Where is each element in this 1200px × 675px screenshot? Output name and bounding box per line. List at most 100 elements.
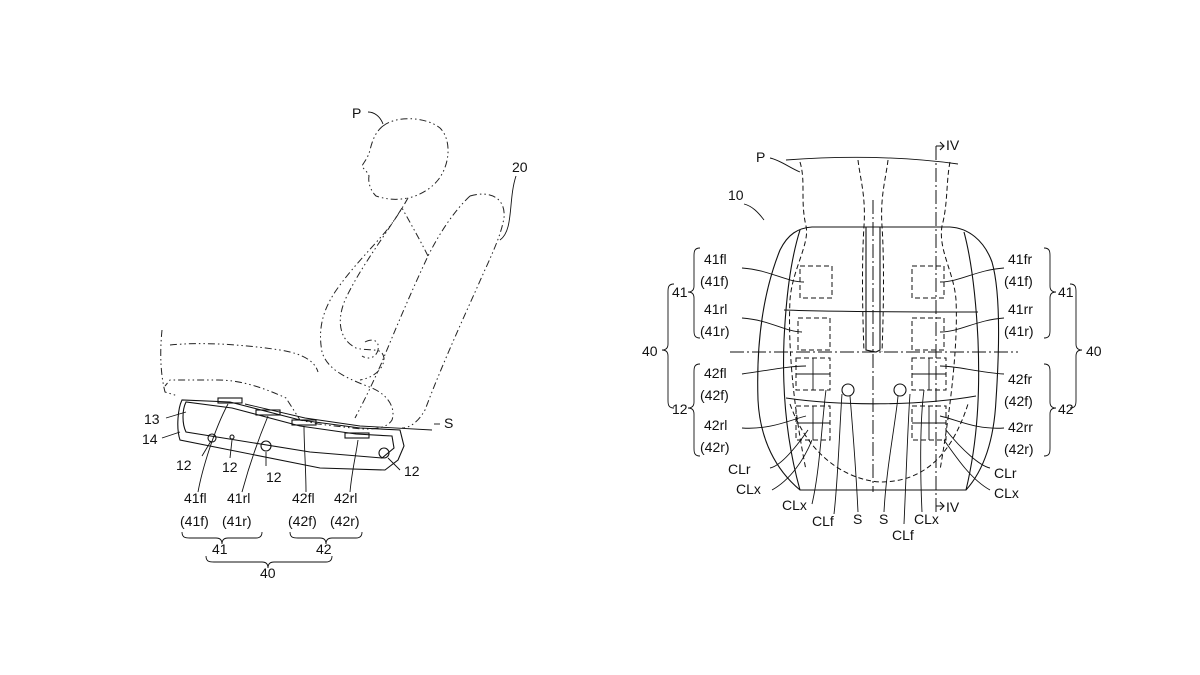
leader-P-right bbox=[769, 157, 801, 173]
label-41fl: 41fl bbox=[704, 251, 727, 267]
label-42r-right: (42r) bbox=[1004, 441, 1034, 457]
label-CLr-left: CLr bbox=[728, 461, 751, 477]
label-CLx-mid-right: CLx bbox=[914, 511, 939, 527]
vent-hole bbox=[378, 447, 390, 459]
leader-CLr-right bbox=[945, 429, 991, 469]
leader-41fl bbox=[197, 403, 229, 493]
leader-12d bbox=[387, 457, 401, 471]
label-42rl: 42rl bbox=[704, 417, 727, 433]
label-CLr-right: CLr bbox=[994, 465, 1017, 481]
leader-12b bbox=[229, 439, 233, 459]
label-42r: (42r) bbox=[700, 439, 730, 455]
leader-41rr-r bbox=[939, 317, 1005, 333]
leader-S-left-r bbox=[849, 395, 859, 513]
occupant-shoulder-line bbox=[785, 156, 959, 165]
label-42f: (42f) bbox=[288, 513, 317, 529]
heater-41rl bbox=[797, 317, 831, 351]
occupant-calf bbox=[160, 329, 179, 397]
side-view-figure: P 20 13 14 S 12 12 12 12 41fl (41f) 41rl… bbox=[142, 105, 528, 581]
label-occupant: P bbox=[352, 105, 361, 121]
label-group-42: 42 bbox=[316, 541, 332, 557]
hip-outline bbox=[789, 403, 969, 483]
leader-S-right-r bbox=[883, 395, 899, 513]
heater-41fr bbox=[911, 265, 945, 299]
heater-41fl-side bbox=[217, 397, 243, 404]
label-41rl: 41rl bbox=[704, 301, 727, 317]
leader-CLf-right bbox=[903, 393, 911, 525]
label-S-right: S bbox=[879, 511, 888, 527]
bracket-41 bbox=[181, 531, 263, 545]
section-arrow-top bbox=[936, 141, 945, 151]
occupant-right-torso bbox=[881, 159, 889, 353]
top-view-figure: P 10 IV IV 41fl (41f) 41rl (41r) 42fl (4… bbox=[642, 137, 1102, 543]
leader-20 bbox=[499, 175, 517, 241]
leader-41rl bbox=[241, 415, 269, 493]
leader-41rl-r bbox=[741, 317, 803, 333]
label-group-12-left: 12 bbox=[672, 401, 688, 417]
label-seat-10: 10 bbox=[728, 187, 744, 203]
bracket-40-left bbox=[661, 283, 675, 409]
heater-42fl-side bbox=[291, 419, 317, 426]
label-42fl: 42fl bbox=[292, 490, 315, 506]
sensor-right bbox=[893, 383, 907, 397]
label-41fl: 41fl bbox=[184, 490, 207, 506]
label-41fr: 41fr bbox=[1008, 251, 1032, 267]
label-42fl: 42fl bbox=[704, 365, 727, 381]
bracket-41-right bbox=[1043, 247, 1057, 339]
occupant-arm bbox=[339, 207, 403, 381]
label-CLx-left: CLx bbox=[736, 481, 761, 497]
seat-right-bolster bbox=[963, 231, 980, 491]
label-42fr: 42fr bbox=[1008, 371, 1032, 387]
vent-hole bbox=[260, 440, 272, 452]
label-group-41: 41 bbox=[212, 541, 228, 557]
label-41f: (41f) bbox=[700, 273, 729, 289]
leader-CLx-right bbox=[943, 439, 991, 491]
label-hole-12: 12 bbox=[404, 463, 420, 479]
leader-42fl-r bbox=[741, 365, 807, 375]
seat-cushion-pad bbox=[182, 401, 395, 459]
occupant-left-torso bbox=[857, 159, 865, 353]
label-42rl: 42rl bbox=[334, 490, 357, 506]
section-arrow-bottom bbox=[936, 501, 945, 511]
leader-P-left bbox=[367, 111, 384, 125]
leader-42fr-r bbox=[939, 365, 1005, 375]
occupant-thigh bbox=[169, 343, 319, 373]
label-cushion-frame: 14 bbox=[142, 431, 158, 447]
leader-CLr-left bbox=[769, 429, 809, 469]
leader-41fr-r bbox=[939, 267, 1005, 283]
occupant-face bbox=[361, 125, 409, 200]
label-41r: (41r) bbox=[700, 323, 730, 339]
leader-42rl bbox=[349, 439, 359, 493]
label-hole-12: 12 bbox=[176, 457, 192, 473]
label-42r: (42r) bbox=[330, 513, 360, 529]
seat-outline bbox=[757, 226, 1000, 491]
occupant-hand bbox=[361, 339, 379, 359]
seat-left-bolster bbox=[782, 229, 801, 491]
leader-CLf-left bbox=[833, 393, 843, 515]
leader-42rr-r bbox=[939, 415, 1005, 429]
occupant-left-arm bbox=[789, 161, 808, 471]
label-hole-12: 12 bbox=[266, 469, 282, 485]
leader-42fl bbox=[303, 425, 307, 493]
label-cushion-pad: 13 bbox=[144, 411, 160, 427]
seat-back-outline bbox=[354, 193, 505, 429]
bracket-42 bbox=[289, 531, 363, 545]
label-41r-right: (41r) bbox=[1004, 323, 1034, 339]
label-section-IV-bottom: IV bbox=[946, 499, 960, 515]
label-CLx-right: CLx bbox=[994, 485, 1019, 501]
heater-41fl bbox=[799, 265, 833, 299]
label-41f: (41f) bbox=[180, 513, 209, 529]
label-41rr: 41rr bbox=[1008, 301, 1033, 317]
label-hole-12: 12 bbox=[222, 459, 238, 475]
label-group-42-right: 42 bbox=[1058, 401, 1074, 417]
label-seat-back: 20 bbox=[512, 159, 528, 175]
label-42f: (42f) bbox=[700, 387, 729, 403]
label-group-41-right: 41 bbox=[1058, 284, 1074, 300]
occupant-outline bbox=[164, 118, 449, 430]
label-41f-right: (41f) bbox=[1004, 273, 1033, 289]
bracket-40-right bbox=[1069, 283, 1083, 409]
leader-CLx-mid-left bbox=[811, 389, 827, 505]
label-42rr: 42rr bbox=[1008, 419, 1033, 435]
label-group-41-left: 41 bbox=[672, 284, 688, 300]
seat-cushion-frame bbox=[177, 399, 405, 471]
